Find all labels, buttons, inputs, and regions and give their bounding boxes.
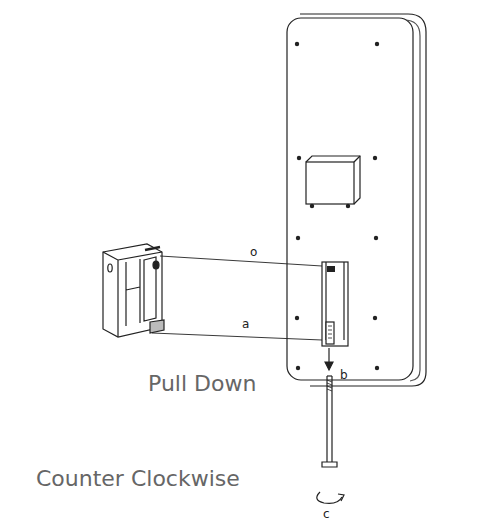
connector-cover [306,156,360,208]
callout-letter: a [240,318,251,330]
callout-letter: o [248,246,259,258]
mounting-slot [322,262,348,346]
callout-letter: b [340,369,348,381]
leader-line [152,333,322,340]
instruction-text: Counter Clockwise [36,468,240,490]
screw [322,376,337,467]
pull-arrowhead [325,362,333,370]
rotation-arrowhead [338,494,344,501]
wall-bracket [103,244,164,337]
back-plate [287,18,413,380]
leader-line [160,256,322,266]
callout-letter: c [323,508,330,520]
screw-holes [295,42,379,370]
instruction-text: Pull Down [148,373,256,395]
